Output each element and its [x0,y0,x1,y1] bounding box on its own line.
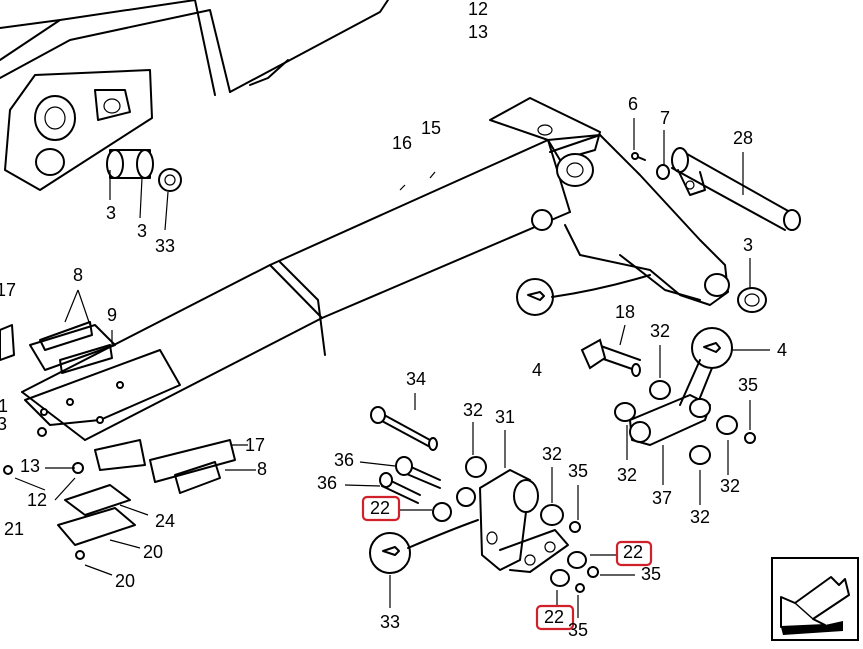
next-page-nav[interactable] [771,557,859,641]
callout-c34: 34 [406,369,426,389]
callout-c5top: 5 [623,0,633,4]
callout-c3b: 3 [137,221,147,241]
upper-boom-section [0,0,389,231]
callout-c35d: 35 [568,620,588,640]
bushings-right [737,258,767,313]
grease-fitting-left [516,274,651,316]
wear-pads-right [94,439,256,494]
grease-fitting-right [679,327,770,411]
wear-pads-left [0,289,181,426]
callout-c21: 21 [4,519,24,539]
callout-c3a: 3 [106,203,116,223]
grease-fitting-bottom [369,519,479,608]
callout-c20a: 20 [143,542,163,562]
callout-c16: 16 [392,133,412,153]
callout-c8a: 8 [73,265,83,285]
pivot-pin-28 [631,118,801,231]
callout-c4b: 4 [532,360,542,380]
callout-c24: 24 [155,511,175,531]
callout-c33b: 33 [380,612,400,632]
callout-c37: 37 [652,488,672,508]
callout-c36a: 36 [334,450,354,470]
callout-c28: 28 [733,128,753,148]
callout-c35b: 35 [568,461,588,481]
callout-c22a: 22 [370,498,390,518]
callout-c32e: 32 [720,476,740,496]
callout-c3c: 3 [743,235,753,255]
callout-c9: 9 [107,305,117,325]
pin-18 [580,324,641,377]
callout-c8b: 8 [257,459,267,479]
highlight-22-bottom [535,604,575,631]
highlight-22-right [615,540,653,567]
bushings-lower-right [540,467,635,618]
callout-c12top: 12 [468,0,488,19]
callout-c17b: 17 [245,435,265,455]
highlight-boxes [361,495,653,631]
callout-c4a: 4 [777,340,787,360]
highlight-22-left [361,495,401,522]
link-37 [614,345,756,505]
callout-c33a: 33 [155,236,175,256]
callout-c22c: 22 [544,607,564,627]
link-plate-31 [479,430,569,573]
callout-c35c: 35 [641,564,661,584]
callout-c32a: 32 [650,321,670,341]
callout-c22b: 22 [623,542,643,562]
callout-c17a: 17 [0,280,16,300]
callout-c31: 31 [495,407,515,427]
callout-c13top: 13 [468,22,488,42]
callout-c32b: 32 [463,400,483,420]
left-hardware [3,427,149,576]
callout-c20b: 20 [115,571,135,591]
callout-c32f: 32 [690,507,710,527]
callout-c15: 15 [421,118,441,138]
callout-c32c: 32 [542,444,562,464]
callout-c32d: 32 [617,465,637,485]
callout-c1: 1 [0,396,8,416]
callout-c18: 18 [615,302,635,322]
callout-c35a: 35 [738,375,758,395]
callout-c3d: 3 [0,414,7,434]
callout-c7: 7 [660,108,670,128]
bushings-center [400,422,487,522]
callout-c36b: 36 [317,473,337,493]
callout-c12b: 12 [27,490,47,510]
callout-c6: 6 [628,94,638,114]
bolts-34-36 [344,393,441,504]
callout-c13b: 13 [20,456,40,476]
main-boom [21,97,730,441]
next-page-arrow-icon [780,576,850,635]
